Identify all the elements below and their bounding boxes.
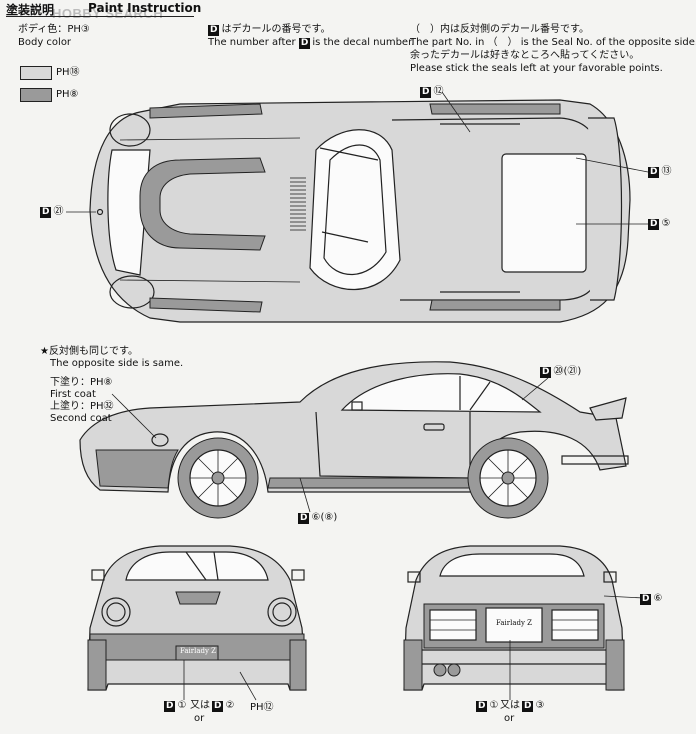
swatch-light-gray-code: PH⑱	[56, 67, 80, 78]
car-front-view	[87, 545, 307, 701]
body-color-label-jp: ボディ色：PH③	[18, 24, 90, 35]
swatch-dark-gray-code: PH⑧	[56, 89, 79, 100]
title-underline	[6, 16, 194, 17]
car-rear-view	[403, 545, 645, 700]
rear-or-jp: 又は	[500, 700, 520, 711]
seal-note-en: The part No. in （ ） is the Seal No. of t…	[410, 37, 696, 48]
watermark-logo: HOBBY SEARCH	[52, 6, 164, 21]
rear-plate-text: Fairlady Z	[495, 619, 533, 627]
undercoat-jp: 下塗り：PH⑧	[50, 377, 113, 388]
front-or-en: or	[194, 713, 205, 724]
swatch-light-gray	[20, 66, 52, 80]
opposite-note-jp: ★反対側も同じです。	[40, 346, 138, 357]
swatch-dark-gray	[20, 88, 52, 102]
leftover-note-jp: 余ったデカールは好きなところへ貼ってください。	[410, 50, 640, 61]
topcoat-jp: 上塗り：PH㉜	[50, 401, 114, 412]
page-title-en: Paint Instruction	[88, 1, 202, 15]
leftover-note-en: Please stick the seals left at your favo…	[410, 63, 663, 74]
front-paint-code: PH⑫	[250, 702, 274, 713]
undercoat-en: First coat	[50, 389, 96, 400]
rear-or-en: or	[504, 713, 515, 724]
page-title-jp: 塗装説明	[6, 3, 55, 17]
car-side-view	[79, 361, 629, 519]
seal-note-jp: （ ）内は反対側のデカール番号です。	[410, 24, 589, 35]
front-plate-text: Fairlady Z	[179, 647, 217, 655]
opposite-note-en: The opposite side is same.	[50, 358, 184, 369]
body-color-label-en: Body color	[18, 37, 72, 48]
topcoat-en: Second coat	[50, 413, 112, 424]
front-or-jp: 又は	[190, 700, 210, 711]
car-top-view	[66, 91, 649, 323]
